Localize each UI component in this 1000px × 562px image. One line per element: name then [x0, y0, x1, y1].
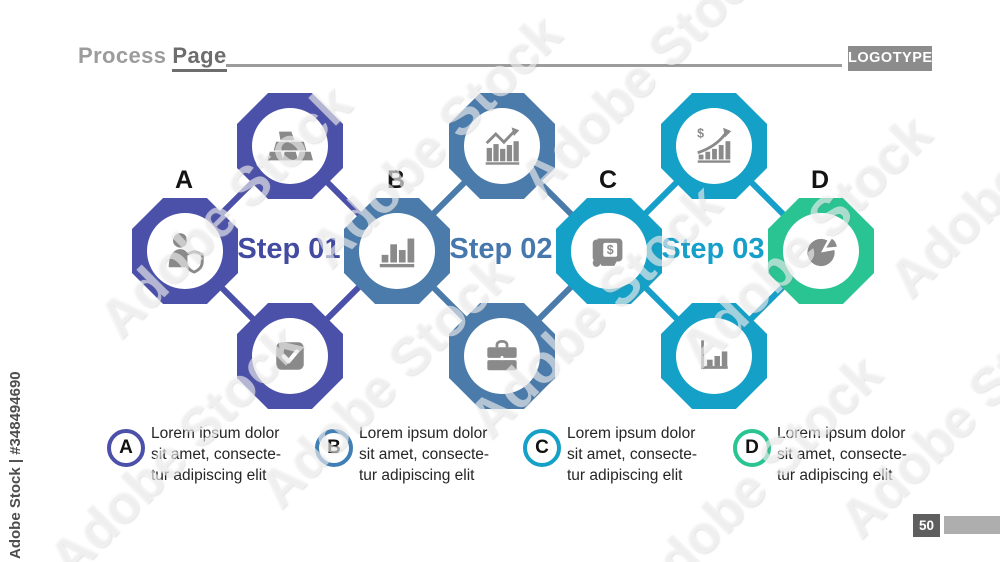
dollar-glyph: $ [697, 126, 704, 140]
header-divider [226, 64, 842, 67]
octagon-bar-axis-disc [676, 318, 752, 394]
bar-chart-icon [379, 238, 415, 268]
step-03-label: Step 03 [661, 233, 765, 265]
footer-bar [944, 516, 1000, 534]
octagon-growth-disc [464, 108, 540, 184]
octagon-bar-axis [661, 303, 767, 409]
legend-line: Lorem ipsum dolor [567, 425, 696, 442]
legend-line: tur adipiscing elit [777, 467, 893, 484]
octagon-check [237, 303, 343, 409]
pie-chart-icon [807, 238, 837, 267]
diagram-letter-b: B [387, 166, 406, 194]
legend-line: sit amet, consecte- [151, 446, 282, 463]
watermark-tile: Adobe Stock [827, 273, 1000, 549]
page-title-light: Process [78, 43, 167, 68]
octagon-a-disc [147, 213, 223, 289]
octagon-growth [449, 93, 555, 199]
diagram-letter-a: A [175, 166, 194, 194]
step-01-label: Step 01 [237, 233, 341, 265]
legend-line: sit amet, consecte- [359, 446, 490, 463]
legend-text-b: Lorem ipsum dolor sit amet, consecte- tu… [359, 423, 489, 486]
octagon-d-disc [783, 213, 859, 289]
legend-line: tur adipiscing elit [359, 467, 475, 484]
legend-circle-c: C [523, 429, 561, 467]
legend-line: Lorem ipsum dolor [777, 425, 906, 442]
octagon-b [344, 198, 450, 304]
octagon-c: $ [556, 198, 662, 304]
octagon-dollar-growth: $ [661, 93, 767, 199]
page-title-dark: Page [172, 43, 227, 72]
legend-line: tur adipiscing elit [567, 467, 683, 484]
growth-chart-arrow-icon [485, 127, 520, 165]
legend-line: sit amet, consecte- [567, 446, 698, 463]
octagon-a [132, 198, 238, 304]
stock-id-watermark: Adobe Stock | #348494690 [7, 371, 24, 559]
diagram-letter-d: D [811, 166, 830, 194]
legend-text-a: Lorem ipsum dolor sit amet, consecte- tu… [151, 423, 281, 486]
octagon-gold-disc [252, 108, 328, 184]
bar-chart-axis-icon [701, 340, 728, 369]
legend-circle-a: A [107, 429, 145, 467]
dollar-scroll-icon: $ [592, 238, 623, 267]
check-square-icon [276, 342, 304, 370]
legend-circle-b: B [315, 429, 353, 467]
octagon-briefcase [449, 303, 555, 409]
legend-circle-d: D [733, 429, 771, 467]
legend-line: Lorem ipsum dolor [151, 425, 280, 442]
briefcase-icon [487, 339, 517, 371]
watermark-tile: Adobe Stock [877, 33, 1000, 309]
step-02-label: Step 02 [449, 233, 553, 265]
legend-line: Lorem ipsum dolor [359, 425, 488, 442]
octagon-check-disc [252, 318, 328, 394]
person-shield-icon [168, 233, 204, 274]
dollar-glyph: $ [607, 243, 614, 257]
page-number-badge: 50 [913, 514, 940, 537]
octagon-b-disc [359, 213, 435, 289]
gold-bars-icon [267, 131, 313, 161]
legend-line: tur adipiscing elit [151, 467, 267, 484]
legend-text-d: Lorem ipsum dolor sit amet, consecte- tu… [777, 423, 907, 486]
octagon-d [768, 198, 874, 304]
diagram-letter-c: C [599, 166, 618, 194]
octagon-gold [237, 93, 343, 199]
logotype-badge: LOGOTYPE [848, 46, 932, 71]
dollar-growth-icon: $ [697, 126, 732, 163]
octagon-c-disc: $ [571, 213, 647, 289]
octagon-briefcase-disc [464, 318, 540, 394]
legend-line: sit amet, consecte- [777, 446, 908, 463]
octagon-dollar-growth-disc: $ [676, 108, 752, 184]
legend-text-c: Lorem ipsum dolor sit amet, consecte- tu… [567, 423, 697, 486]
